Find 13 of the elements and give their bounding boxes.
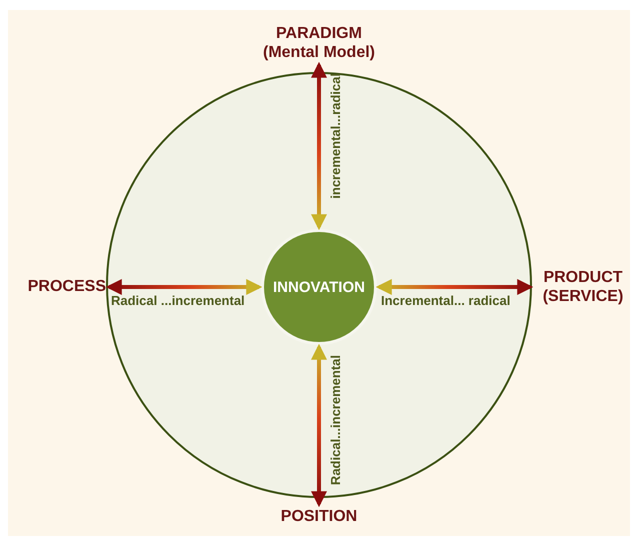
- double-arrow: [311, 62, 327, 230]
- edge-label: Incremental... radical: [381, 293, 510, 308]
- edge-label: Radical...incremental: [328, 355, 343, 486]
- center-circle: INNOVATION: [264, 232, 374, 342]
- edge-label: Radical ...incremental: [111, 293, 245, 308]
- double-arrow: [311, 344, 327, 508]
- double-arrow: [376, 279, 534, 295]
- node-label: PRODUCT (SERVICE): [533, 268, 633, 306]
- node-label: PARADIGM (Mental Model): [254, 24, 384, 62]
- double-arrow: [106, 279, 262, 295]
- node-label: PROCESS: [14, 277, 106, 296]
- edge-label: incremental...radical: [328, 73, 343, 199]
- node-label: POSITION: [259, 507, 379, 526]
